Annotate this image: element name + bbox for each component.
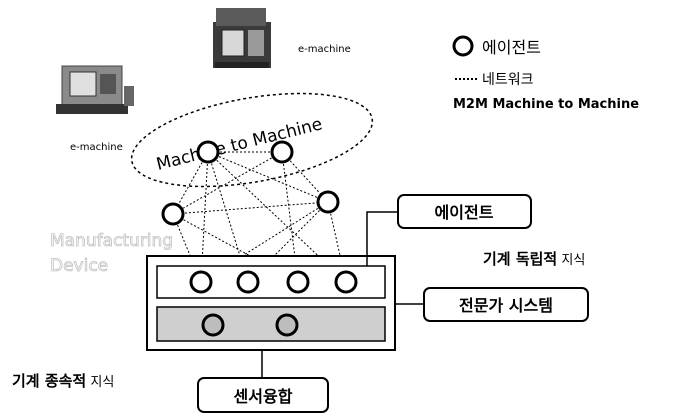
manufacturing-device-line2: Device <box>50 256 108 276</box>
machine-dependent-knowledge: 기계 종속적 지식 <box>12 372 114 390</box>
agent-box-label: 에이전트 <box>435 203 494 222</box>
sensor-agent <box>275 313 299 337</box>
agent-box <box>397 194 532 229</box>
e-machine-left-label: e-machine <box>70 142 123 153</box>
device-agent <box>334 270 358 294</box>
device-agent <box>189 270 213 294</box>
sensor-fusion-box-label: 센서융합 <box>234 387 293 406</box>
legend-m2m-label: M2M Machine to Machine <box>453 97 639 112</box>
expert-system-box-label: 전문가 시스템 <box>459 296 553 315</box>
sensor-agent <box>201 313 225 337</box>
e-machine-top-image <box>213 8 271 68</box>
machine-independent-knowledge: 기계 독립적 지식 <box>483 250 585 268</box>
e-machine-top-label: e-machine <box>298 44 351 55</box>
legend-agent-label: 에이전트 <box>482 38 541 57</box>
device-agent <box>236 270 260 294</box>
legend-network-label: 네트워크 <box>482 72 534 88</box>
m2m-ellipse <box>130 92 374 188</box>
legend: 에이전트 네트워크 M2M Machine to Machine <box>452 35 639 112</box>
legend-agent-symbol <box>452 35 474 57</box>
manufacturing-device-line1: Manufacturing <box>50 231 173 251</box>
expert-system-layer <box>156 306 386 342</box>
network-agent <box>316 190 340 214</box>
e-machine-left-image <box>56 65 134 114</box>
expert-system-box <box>423 287 589 322</box>
network-agent <box>161 202 185 226</box>
m2m-ellipse-label: Machine to Machine <box>154 114 324 175</box>
connectors <box>261 211 424 378</box>
device-agent <box>286 270 310 294</box>
sensor-fusion-box <box>197 377 329 413</box>
network-agent <box>270 140 294 164</box>
network-agent <box>196 140 220 164</box>
